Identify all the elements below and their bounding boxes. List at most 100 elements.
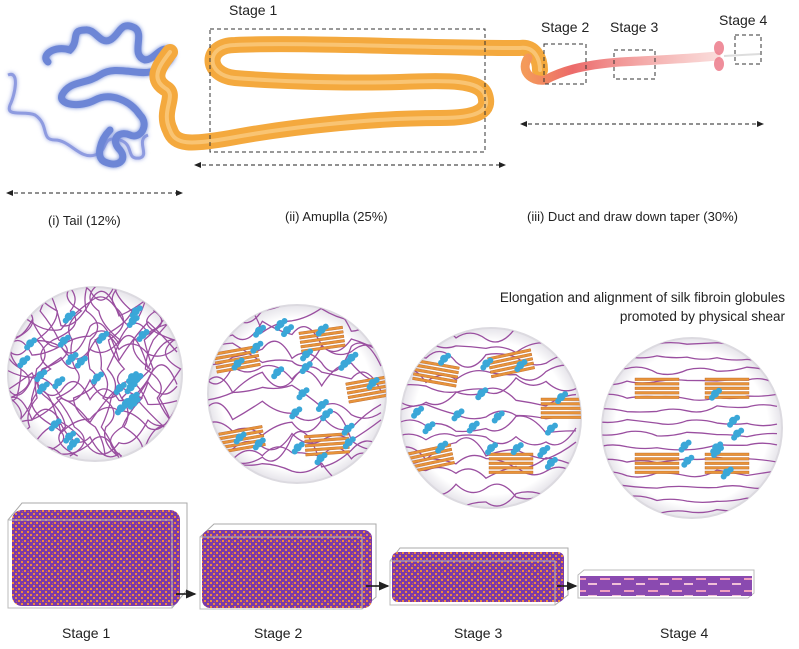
fibroin-globule xyxy=(514,359,528,373)
fibroin-globule xyxy=(231,357,245,371)
fibroin-globule xyxy=(341,422,355,436)
protein-chain xyxy=(602,366,778,376)
molecular-circle-stage-3 xyxy=(400,327,582,509)
stage1-block xyxy=(7,502,188,609)
fibroin-globule xyxy=(291,441,305,455)
fibroin-globule xyxy=(544,422,558,436)
fibroin-globule xyxy=(136,329,150,343)
bottom-stage1-label: Stage 1 xyxy=(62,625,111,641)
fibroin-globule xyxy=(451,408,465,422)
fibroin-globule xyxy=(271,366,285,380)
protein-chain xyxy=(401,465,577,480)
bottom-stage4-label: Stage 4 xyxy=(660,625,709,641)
fibroin-globule xyxy=(74,355,88,369)
spigot-upper xyxy=(714,41,724,55)
top-stage3-label: Stage 3 xyxy=(610,19,659,35)
fibroin-globule xyxy=(510,442,524,456)
fibroin-globule xyxy=(281,324,295,338)
protein-chain xyxy=(602,469,778,478)
fibroin-globule xyxy=(710,445,724,459)
fibroin-globule xyxy=(435,440,449,454)
shear-annotation-line1: Elongation and alignment of silk fibroin… xyxy=(499,290,785,305)
stage4-box xyxy=(734,34,762,65)
fibroin-globule xyxy=(537,444,551,458)
protein-chain xyxy=(89,287,121,457)
beta-sheet xyxy=(634,377,680,399)
fibroin-globule xyxy=(320,408,334,422)
tail-label: (i) Tail (12%) xyxy=(48,213,121,228)
fibroin-globule xyxy=(422,421,436,435)
molecular-circle-stage-1 xyxy=(7,286,183,462)
fibroin-globule xyxy=(126,371,140,385)
protein-chain xyxy=(401,350,577,368)
protein-chain xyxy=(602,418,778,427)
protein-chain xyxy=(208,338,382,367)
fibroin-globule xyxy=(720,466,734,480)
protein-chain xyxy=(55,287,85,457)
fibroin-globule xyxy=(113,381,127,395)
fibroin-globule xyxy=(62,310,76,324)
fibroin-globule xyxy=(233,431,247,445)
fibroin-globule xyxy=(345,351,359,365)
fibroin-globule xyxy=(366,377,380,391)
beta-sheet xyxy=(634,452,680,474)
tail-thick-strand xyxy=(42,22,176,168)
protein-chain xyxy=(37,287,78,457)
fibroin-globule xyxy=(475,387,489,401)
fibroin-globule xyxy=(289,406,303,420)
fibroin-globule xyxy=(24,337,38,351)
protein-chain xyxy=(208,384,382,419)
bottom-stage3-label: Stage 3 xyxy=(454,625,503,641)
duct-region xyxy=(520,41,761,85)
stage2-block xyxy=(199,523,377,610)
protein-chain xyxy=(8,330,178,371)
protein-chain xyxy=(8,376,178,408)
fibroin-globule xyxy=(36,381,50,395)
fibroin-globule xyxy=(124,381,138,395)
fibroin-globule xyxy=(731,427,745,441)
stage1-box xyxy=(209,28,486,153)
fibroin-globule xyxy=(299,361,313,375)
fibroin-globule xyxy=(296,387,310,401)
fibroin-globule xyxy=(480,357,494,371)
beta-sheet xyxy=(704,377,750,399)
fibroin-globule xyxy=(544,456,558,470)
protein-chain xyxy=(72,287,106,457)
spigot-lower xyxy=(714,57,724,71)
fibroin-globule xyxy=(342,436,356,450)
fibroin-globule xyxy=(314,452,328,466)
beta-sheet xyxy=(304,432,350,457)
bottom-stage2-label: Stage 2 xyxy=(254,625,303,641)
protein-chain xyxy=(208,340,382,372)
protein-chain xyxy=(602,430,778,438)
stage2-box xyxy=(543,43,587,85)
protein-chain xyxy=(8,390,178,435)
molecular-circles xyxy=(7,286,783,519)
ampulla-label: (ii) Amuplla (25%) xyxy=(285,209,388,224)
protein-chain xyxy=(602,404,778,413)
fibroin-globule xyxy=(253,324,267,338)
tail-thin-strand xyxy=(7,72,149,160)
protein-chain xyxy=(602,484,778,490)
fibroin-globule xyxy=(466,420,480,434)
tail-region xyxy=(7,22,176,168)
fibroin-globule xyxy=(121,395,135,409)
fibroin-globule xyxy=(252,437,266,451)
fibroin-globule xyxy=(63,430,77,444)
top-stage1-label: Stage 1 xyxy=(229,2,278,18)
top-stage4-label: Stage 4 xyxy=(719,12,768,28)
fibroin-globule xyxy=(34,369,48,383)
stage4-block xyxy=(577,569,755,599)
fibroin-globule xyxy=(52,376,66,390)
fibroin-globule xyxy=(315,399,329,413)
protein-chain xyxy=(107,287,144,457)
ampulla-region xyxy=(149,36,548,151)
fibroin-globule xyxy=(250,340,264,354)
fibroin-globule xyxy=(48,418,62,432)
fibroin-globule xyxy=(57,334,71,348)
fibroin-globule xyxy=(127,396,141,410)
ampulla-highlight xyxy=(155,42,542,145)
fibroin-globule xyxy=(96,330,110,344)
shear-annotation: Elongation and alignment of silk fibroin… xyxy=(500,288,785,326)
